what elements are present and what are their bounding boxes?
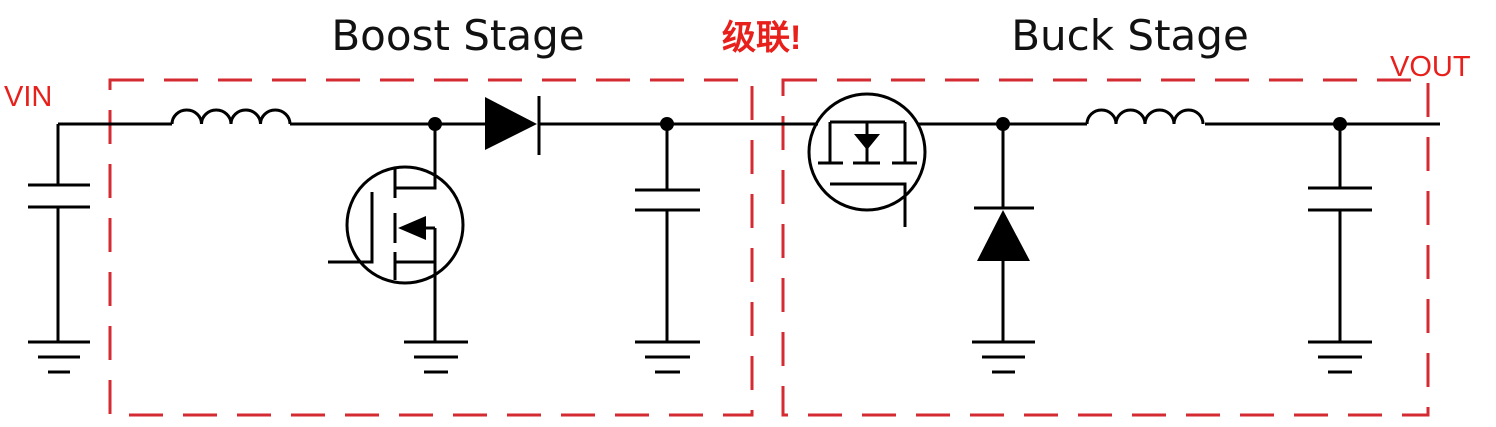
- input-capacitor: [28, 124, 90, 342]
- buck-diode: [974, 124, 1034, 342]
- junction-dot: [428, 117, 442, 131]
- boost-output-capacitor: [635, 124, 700, 342]
- output-capacitor: [1308, 124, 1372, 342]
- boost-stage-title: Boost Stage: [331, 11, 584, 60]
- buck-mosfet: [807, 92, 927, 227]
- cascade-label: 级联!: [722, 19, 801, 57]
- vout-label: VOUT: [1390, 51, 1471, 83]
- boost-inductor: [170, 108, 292, 125]
- ground-icon: [972, 340, 1035, 374]
- boost-diode: [485, 96, 541, 155]
- buck-stage-title: Buck Stage: [1011, 11, 1249, 60]
- ground-icon: [28, 340, 90, 374]
- ground-icon: [635, 340, 700, 374]
- ground-icon: [404, 340, 468, 374]
- boost-stage-box: [108, 78, 754, 417]
- buck-inductor: [1085, 108, 1205, 125]
- boost-mosfet: [328, 124, 465, 342]
- buck-stage-box: [781, 78, 1430, 417]
- vin-label: VIN: [4, 81, 52, 113]
- ground-icon: [1308, 340, 1372, 374]
